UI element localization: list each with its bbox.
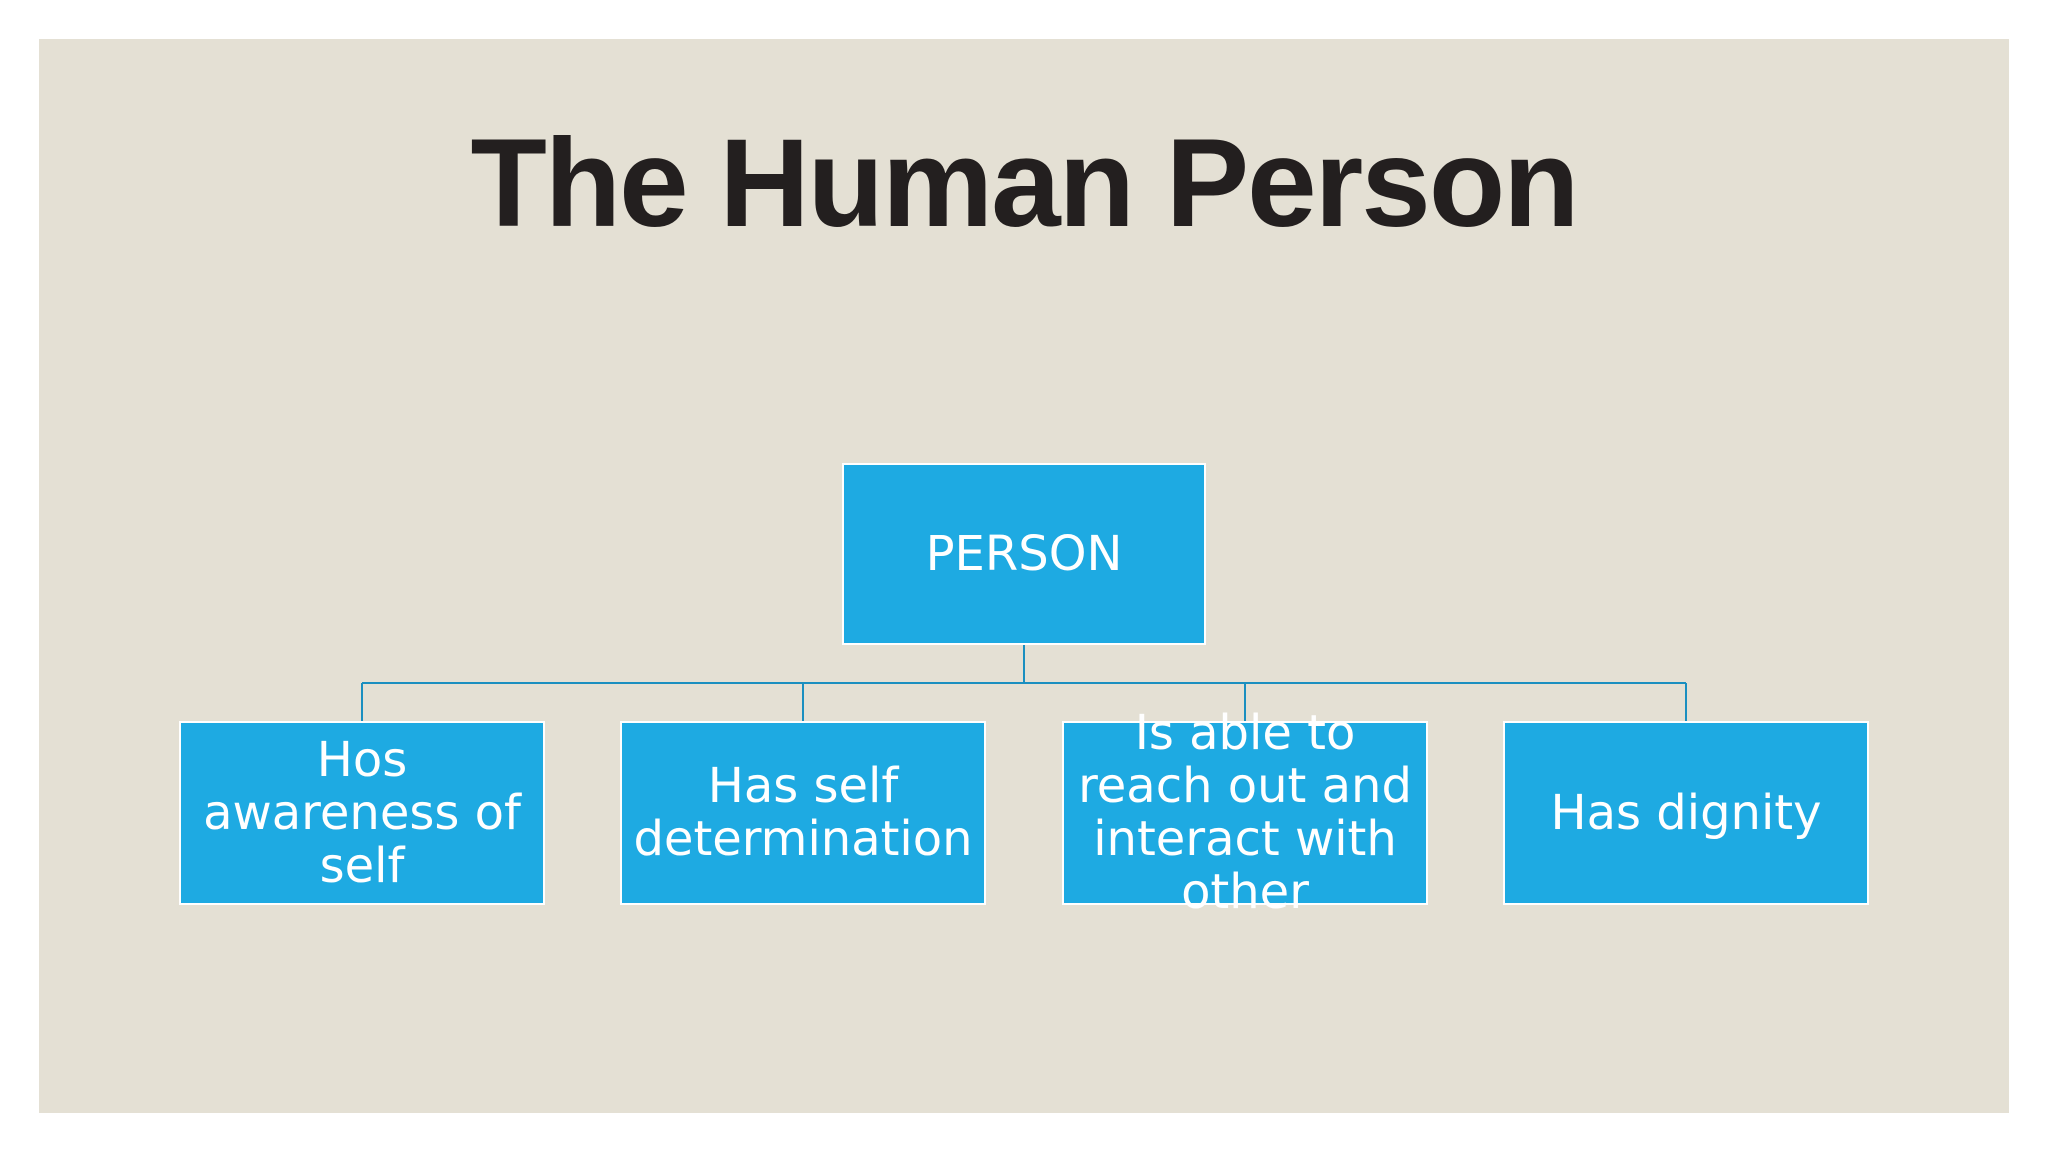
- child-node-label: Has dignity: [1550, 784, 1822, 841]
- root-node-label: PERSON: [925, 525, 1123, 582]
- slide-title: The Human Person: [470, 114, 1579, 253]
- child-node-awareness: Hos awareness of self: [179, 721, 545, 905]
- child-node-label: Is able to reach out and interact with o…: [1078, 705, 1412, 920]
- child-node-label: Has self determination: [633, 758, 973, 867]
- child-node-interact: Is able to reach out and interact with o…: [1062, 707, 1428, 919]
- child-node-dignity: Has dignity: [1503, 721, 1869, 905]
- root-node-person: PERSON: [842, 463, 1206, 645]
- child-node-label: Hos awareness of self: [203, 731, 521, 894]
- child-node-self-determination: Has self determination: [620, 721, 986, 905]
